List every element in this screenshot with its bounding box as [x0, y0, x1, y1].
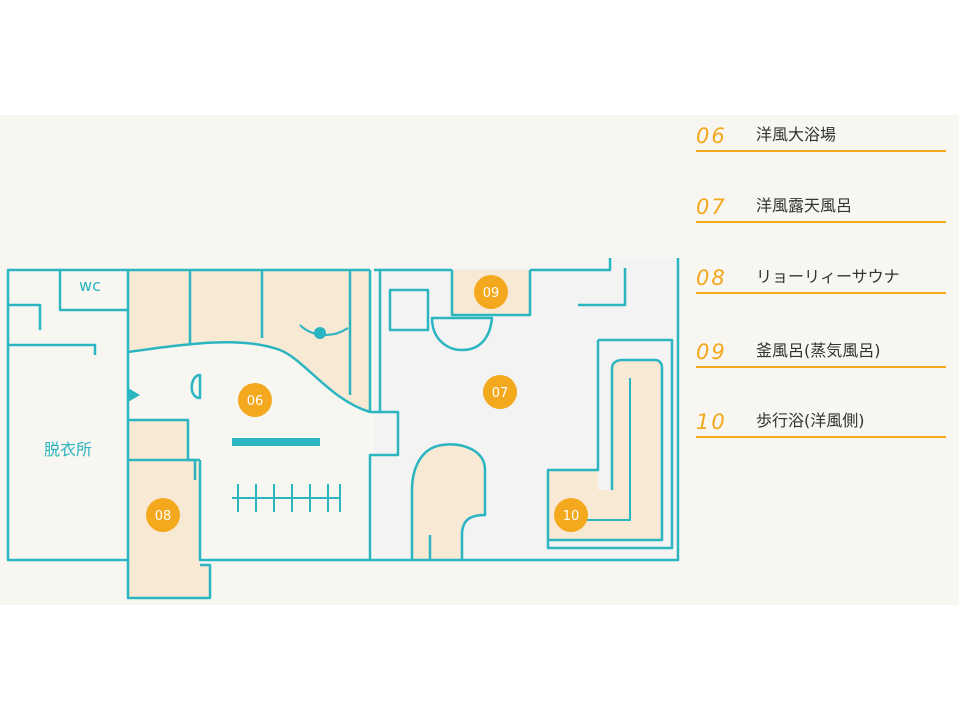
entrance-arrow-icon — [128, 388, 140, 402]
walking-bath-10 — [548, 360, 662, 540]
svg-text:10: 10 — [563, 509, 580, 524]
wc-label: wc — [79, 276, 101, 295]
pin-08: 08 — [146, 498, 180, 532]
legend-number: 10 — [696, 410, 727, 434]
legend-name: 洋風大浴場 — [756, 125, 837, 144]
legend-number: 09 — [696, 340, 727, 364]
bath-bench — [232, 438, 320, 446]
shower-stalls — [232, 484, 341, 512]
outdoor-block — [610, 258, 678, 308]
legend-number: 08 — [696, 266, 727, 290]
bath-area-06 — [128, 270, 370, 412]
svg-text:06: 06 — [247, 394, 264, 409]
outdoor-pool-07 — [412, 444, 485, 560]
svg-text:08: 08 — [155, 509, 172, 524]
legend-item: 10 歩行浴(洋風側) — [696, 400, 946, 438]
dressing-room-label: 脱衣所 — [44, 440, 92, 459]
legend-name: 釜風呂(蒸気風呂) — [756, 341, 881, 360]
svg-text:07: 07 — [492, 386, 509, 401]
pin-10: 10 — [554, 498, 588, 532]
legend-number: 07 — [696, 195, 727, 219]
legend-name: 歩行浴(洋風側) — [756, 411, 865, 430]
legend-number: 06 — [696, 124, 727, 148]
floor-plan: wc 脱衣所 06 07 08 09 10 — [6, 258, 680, 600]
fountain-icon — [299, 324, 349, 339]
legend-item: 09 釜風呂(蒸気風呂) — [696, 330, 946, 368]
pin-07: 07 — [483, 375, 517, 409]
svg-text:09: 09 — [483, 286, 500, 301]
legend-item: 08 リョーリィーサウナ — [696, 256, 946, 294]
legend-item: 07 洋風露天風呂 — [696, 185, 946, 223]
legend-name: 洋風露天風呂 — [756, 196, 853, 215]
pin-06: 06 — [238, 383, 272, 417]
legend-name: リョーリィーサウナ — [756, 267, 900, 286]
legend-item: 06 洋風大浴場 — [696, 114, 946, 152]
pin-09: 09 — [474, 275, 508, 309]
